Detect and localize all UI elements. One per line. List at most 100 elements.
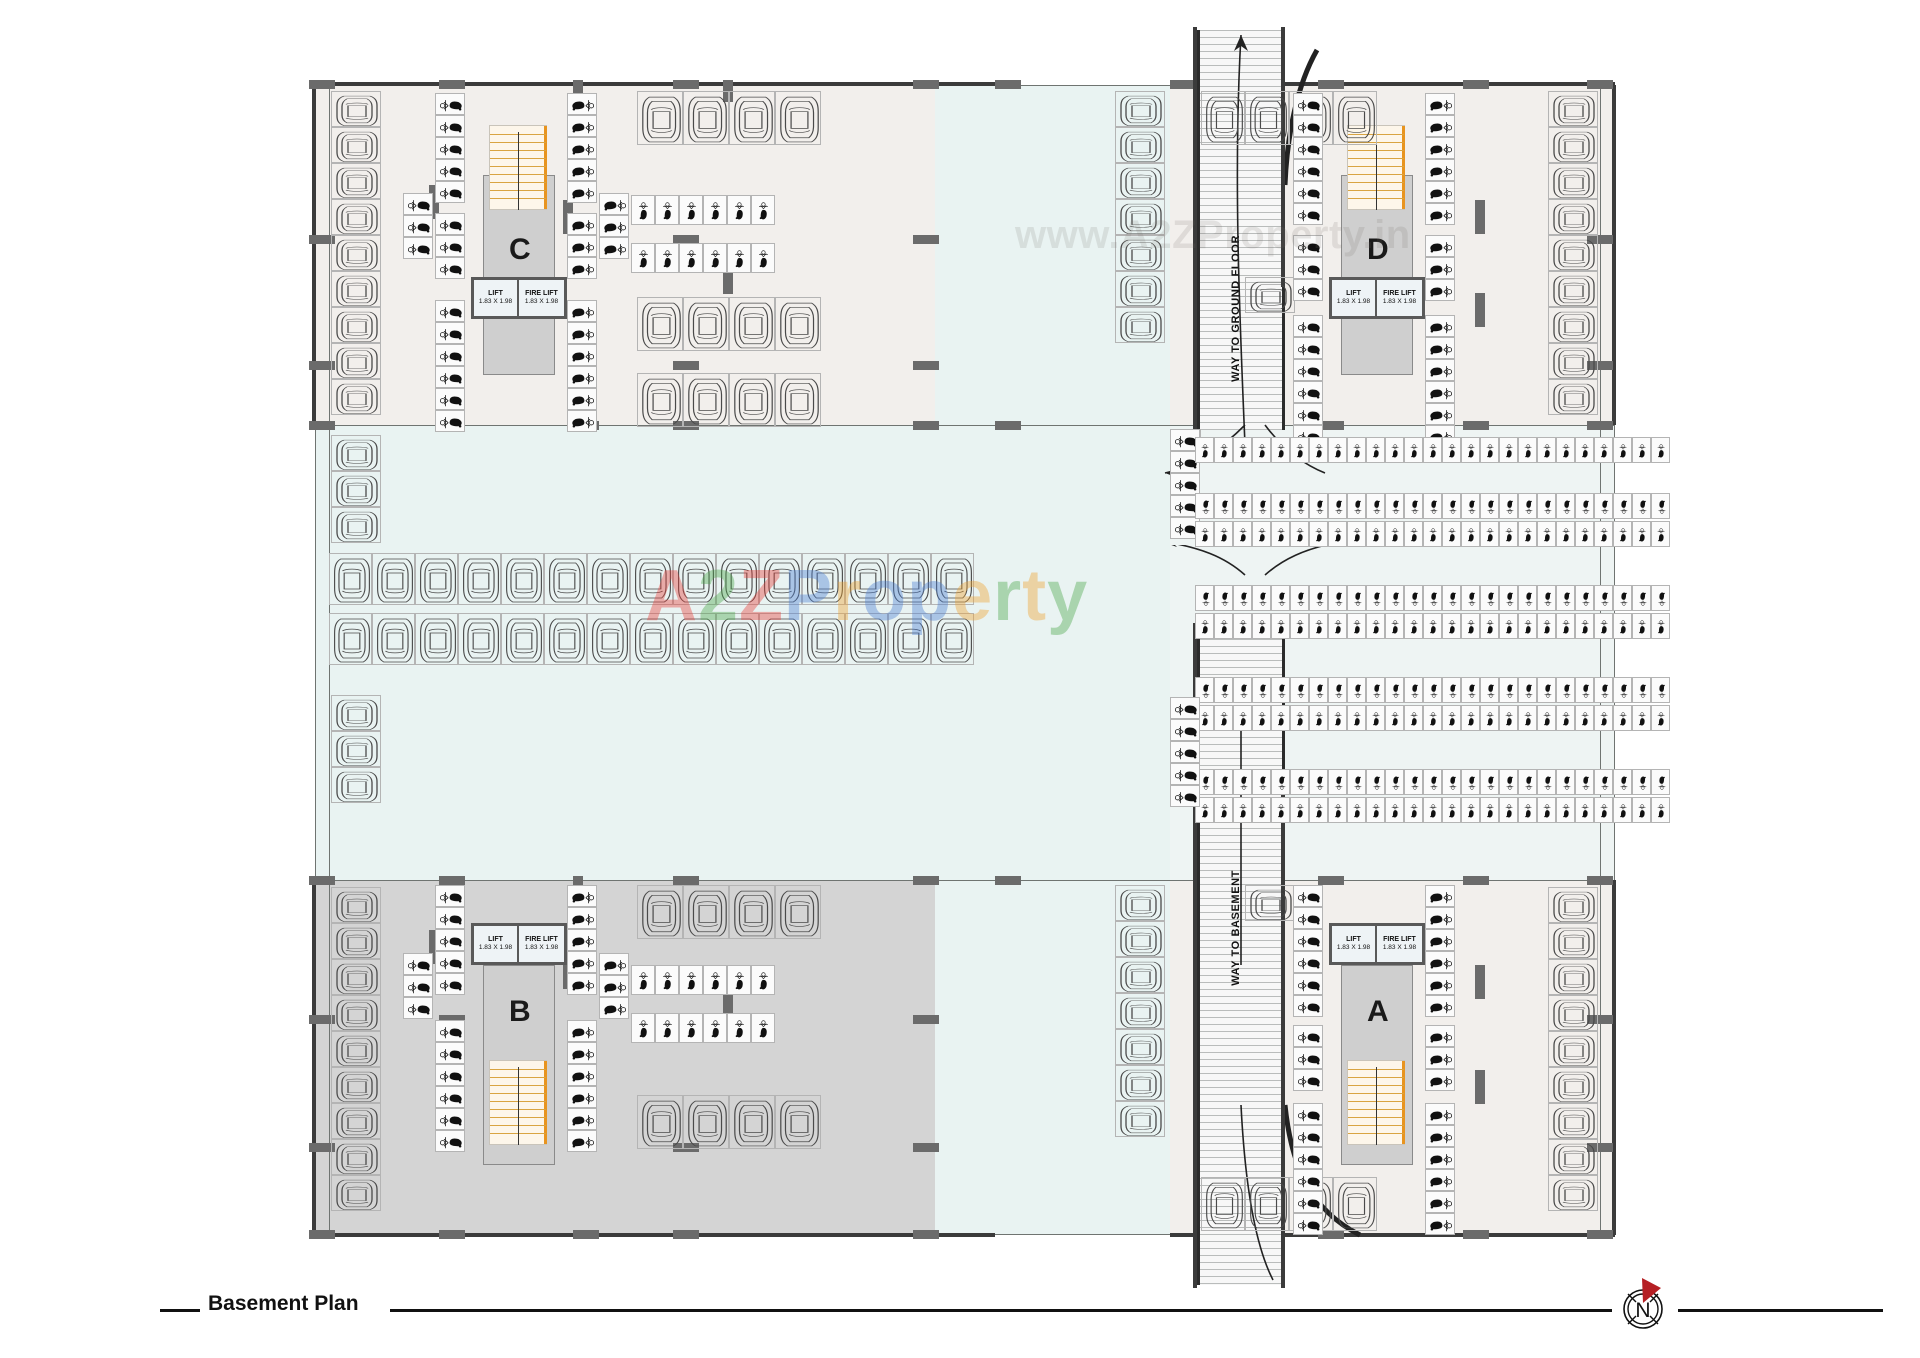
two-wheeler-parking-bay: [1385, 437, 1404, 463]
two-wheeler-parking-bay: [1347, 585, 1366, 611]
car-parking-bay: [501, 613, 544, 665]
column-pad: [913, 235, 939, 244]
car-parking-bay: [372, 613, 415, 665]
two-wheeler-parking-bay: [435, 951, 465, 973]
car-parking-bay: [331, 1175, 381, 1211]
two-wheeler-parking-bay: [1195, 437, 1214, 463]
car-parking-bay: [716, 613, 759, 665]
two-wheeler-parking-bay: [679, 1013, 703, 1043]
two-wheeler-parking-bay: [1425, 1103, 1455, 1125]
two-wheeler-parking-bay: [403, 997, 433, 1019]
car-parking-bay: [331, 1103, 381, 1139]
two-wheeler-parking-bay: [1499, 493, 1518, 519]
two-wheeler-parking-bay: [435, 1108, 465, 1130]
two-wheeler-parking-bay: [1328, 437, 1347, 463]
two-wheeler-parking-bay: [679, 243, 703, 273]
car-parking-bay: [802, 613, 845, 665]
two-wheeler-parking-bay: [567, 366, 597, 388]
two-wheeler-parking-bay: [435, 1130, 465, 1152]
column-pad: [439, 1230, 465, 1239]
two-wheeler-parking-bay: [567, 1086, 597, 1108]
car-parking-bay: [331, 767, 381, 803]
two-wheeler-parking-bay: [1309, 437, 1328, 463]
car-parking-bay: [1548, 1175, 1598, 1211]
two-wheeler-parking-bay: [1404, 437, 1423, 463]
two-wheeler-parking-bay: [435, 137, 465, 159]
ramp-up-label: WAY TO GROUND FLOOR: [1230, 235, 1242, 382]
two-wheeler-parking-bay: [1425, 1047, 1455, 1069]
column-pad: [1475, 965, 1485, 999]
two-wheeler-parking-bay: [1293, 1103, 1323, 1125]
slab-bottom-left-parking: [315, 880, 995, 1235]
two-wheeler-parking-bay: [631, 1013, 655, 1043]
two-wheeler-parking-bay: [1347, 437, 1366, 463]
car-parking-bay: [845, 553, 888, 605]
svg-text:N: N: [1635, 1299, 1650, 1322]
bike-row-tl-lower: [631, 243, 775, 273]
basement-plan-drawing: WAY TO GROUND FLOOR WAY TO BASEMENT: [309, 27, 1670, 1288]
two-wheeler-parking-bay: [1293, 885, 1323, 907]
two-wheeler-parking-bay: [1404, 797, 1423, 823]
two-wheeler-parking-bay: [1170, 763, 1200, 785]
column-pad: [309, 361, 335, 370]
core-b-label: B: [509, 995, 531, 1028]
two-wheeler-parking-bay: [1425, 279, 1455, 301]
two-wheeler-parking-bay: [435, 115, 465, 137]
car-parking-bay: [1115, 1029, 1165, 1065]
two-wheeler-parking-bay: [1271, 705, 1290, 731]
two-wheeler-parking-bay: [403, 215, 433, 237]
two-wheeler-parking-bay: [1252, 705, 1271, 731]
car-parking-bay: [637, 885, 683, 939]
car-parking-bay: [729, 885, 775, 939]
car-column-centre-bottom: [1115, 885, 1165, 1137]
two-wheeler-parking-bay: [1651, 705, 1670, 731]
column-pad: [439, 876, 465, 885]
two-wheeler-parking-bay: [1425, 235, 1455, 257]
car-parking-bay: [1115, 957, 1165, 993]
car-parking-bay: [1548, 343, 1598, 379]
two-wheeler-parking-bay: [1518, 613, 1537, 639]
two-wheeler-parking-bay: [751, 195, 775, 225]
column-pad: [1587, 1230, 1613, 1239]
two-wheeler-parking-bay: [435, 1020, 465, 1042]
bike-column-d-east-upper: [1425, 93, 1455, 225]
two-wheeler-parking-bay: [1271, 493, 1290, 519]
caption-bar: Basement Plan: [0, 1290, 1920, 1330]
two-wheeler-parking-bay: [403, 193, 433, 215]
car-parking-bay: [729, 1095, 775, 1149]
car-parking-bay: [630, 553, 673, 605]
bike-row-bl-lower: [631, 1013, 775, 1043]
two-wheeler-parking-bay: [1651, 437, 1670, 463]
two-wheeler-parking-bay: [1385, 585, 1404, 611]
two-wheeler-parking-bay: [1233, 613, 1252, 639]
two-wheeler-parking-bay: [727, 965, 751, 995]
ramp-wall-right-top: [1281, 27, 1285, 287]
two-wheeler-parking-bay: [435, 235, 465, 257]
two-wheeler-parking-bay: [1461, 437, 1480, 463]
two-wheeler-parking-bay: [1290, 437, 1309, 463]
car-parking-bay: [1115, 127, 1165, 163]
two-wheeler-parking-bay: [1347, 493, 1366, 519]
two-wheeler-parking-bay: [1425, 995, 1455, 1017]
two-wheeler-parking-bay: [1423, 437, 1442, 463]
two-wheeler-parking-bay: [1404, 769, 1423, 795]
two-wheeler-parking-bay: [1423, 521, 1442, 547]
two-wheeler-parking-bay: [1328, 769, 1347, 795]
two-wheeler-parking-bay: [679, 195, 703, 225]
bike-row-tl-upper: [631, 195, 775, 225]
two-wheeler-parking-bay: [435, 300, 465, 322]
two-wheeler-parking-bay: [751, 965, 775, 995]
two-wheeler-parking-bay: [1290, 585, 1309, 611]
car-parking-bay: [729, 297, 775, 351]
two-wheeler-parking-bay: [1442, 613, 1461, 639]
two-wheeler-parking-bay: [1575, 613, 1594, 639]
two-wheeler-parking-bay: [1442, 797, 1461, 823]
two-wheeler-parking-bay: [1293, 337, 1323, 359]
car-parking-bay: [1201, 1177, 1245, 1231]
two-wheeler-parking-bay: [1293, 995, 1323, 1017]
two-wheeler-parking-bay: [1214, 705, 1233, 731]
two-wheeler-parking-bay: [1425, 159, 1455, 181]
core-b-lift-block: LIFT 1.83 X 1.98 FIRE LIFT 1.83 X 1.98: [471, 923, 567, 965]
column-pad: [429, 930, 439, 964]
two-wheeler-parking-bay: [1252, 769, 1271, 795]
